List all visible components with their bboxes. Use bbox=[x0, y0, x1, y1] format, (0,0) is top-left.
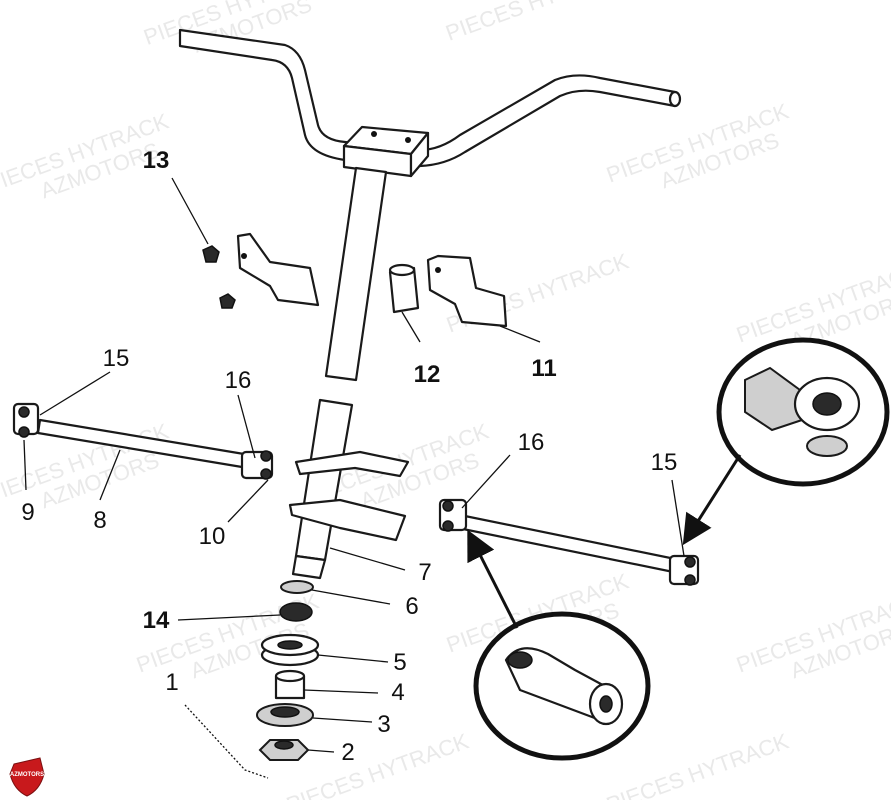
azmotors-logo: AZMOTORS bbox=[9, 757, 45, 797]
callout-8: 8 bbox=[93, 507, 106, 534]
callout-10: 10 bbox=[199, 523, 226, 550]
nut bbox=[202, 245, 236, 309]
cotter-pin-1 bbox=[184, 704, 269, 779]
zoom-detail-upper bbox=[716, 337, 890, 487]
callout-1: 1 bbox=[165, 669, 178, 696]
pointer-arrows bbox=[467, 454, 742, 629]
bushing bbox=[388, 263, 420, 314]
bushing-4 bbox=[274, 669, 306, 700]
callout-9: 9 bbox=[21, 499, 34, 526]
seal-ring bbox=[280, 580, 314, 594]
bearing-3 bbox=[256, 703, 314, 727]
watermark-text: PIECES HYTRACK bbox=[283, 728, 472, 800]
callout-3: 3 bbox=[377, 711, 390, 738]
upper-clamp-right bbox=[426, 254, 508, 328]
nut-14 bbox=[279, 602, 313, 622]
logo-text: AZMOTORS bbox=[10, 772, 44, 778]
bearing-race-5 bbox=[260, 633, 320, 667]
tie-rod-left bbox=[12, 402, 274, 480]
callout-15-left: 15 bbox=[103, 345, 130, 372]
nut-2 bbox=[258, 739, 310, 761]
callout-4: 4 bbox=[391, 679, 404, 706]
leader-lines bbox=[23, 177, 685, 753]
handlebar bbox=[178, 28, 682, 168]
upper-clamp-left bbox=[236, 232, 320, 307]
watermark-text: PIECES HYTRACK bbox=[442, 0, 631, 46]
column-bracket bbox=[288, 450, 410, 542]
callout-7: 7 bbox=[418, 559, 431, 586]
callout-16-right: 16 bbox=[518, 429, 545, 456]
callout-6: 6 bbox=[405, 593, 418, 620]
callout-15-right: 15 bbox=[651, 449, 678, 476]
zoom-detail-lower bbox=[473, 611, 651, 761]
callout-11: 11 bbox=[531, 355, 556, 382]
tie-rod-right bbox=[438, 498, 700, 586]
callout-labels: 1 2 3 4 5 6 7 8 9 10 11 12 13 14 15 16 1… bbox=[21, 147, 677, 766]
callout-16-left: 16 bbox=[225, 367, 252, 394]
callout-2: 2 bbox=[341, 739, 354, 766]
callout-12: 12 bbox=[414, 361, 441, 388]
callout-5: 5 bbox=[393, 649, 406, 676]
watermark-text: PIECES HYTRACK bbox=[603, 728, 792, 800]
bearing-stack bbox=[184, 580, 320, 779]
callout-14: 14 bbox=[143, 607, 170, 634]
callout-13: 13 bbox=[143, 147, 170, 174]
